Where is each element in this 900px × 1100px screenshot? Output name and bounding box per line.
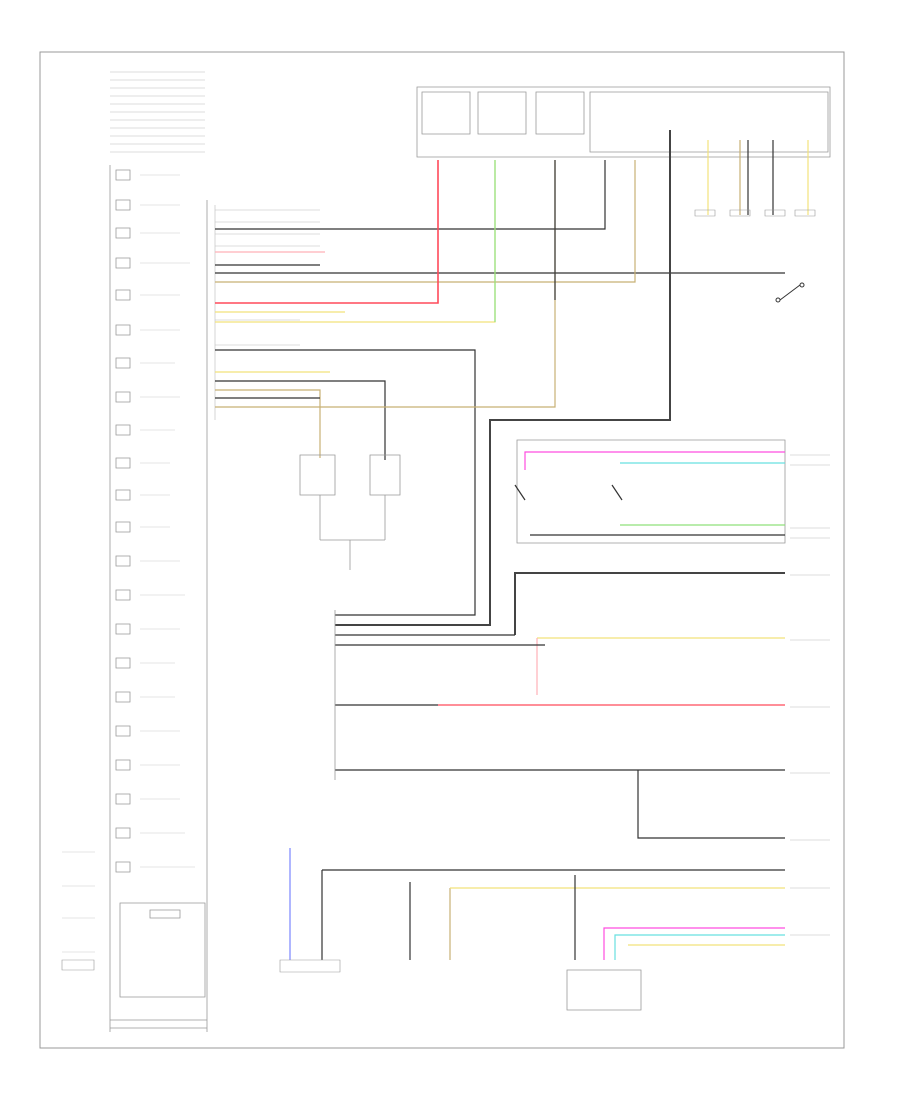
wire-black-4 [215, 350, 475, 615]
lower-left-subbox [110, 903, 207, 1028]
wire-black-5 [215, 381, 385, 460]
fuse-outputs [695, 140, 815, 216]
top-left-label-block [110, 72, 205, 152]
bottom-section [280, 848, 785, 1010]
lower-wires [335, 573, 785, 838]
wire-red-1 [215, 160, 438, 303]
wire-black-1 [215, 160, 605, 229]
wire-yellow-2 [215, 160, 495, 322]
relay-group [300, 455, 400, 570]
right-switch [775, 282, 805, 303]
wire-tan-2 [215, 390, 320, 458]
left-side-labels [62, 852, 95, 970]
right-submodule [515, 440, 785, 543]
right-connector-stubs [790, 455, 830, 935]
wiring-harness [215, 130, 785, 625]
wire-tan-3 [215, 160, 555, 407]
diagram-frame [40, 52, 844, 1048]
wire-black-heavy-1 [335, 130, 670, 625]
instrument-cluster-indicators [110, 165, 207, 1032]
top-fuse-block [417, 87, 830, 157]
indicator-label-stubs [140, 175, 195, 867]
wire-tan-1 [215, 160, 635, 282]
